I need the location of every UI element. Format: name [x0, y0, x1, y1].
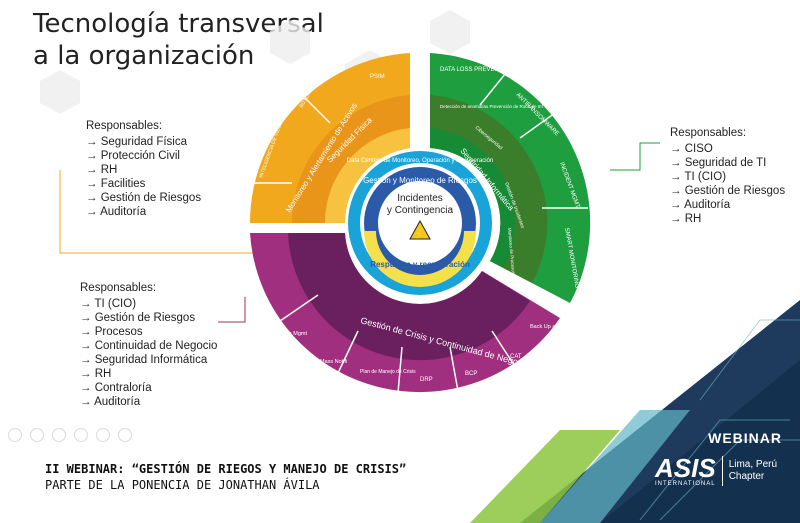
wheel-diagram: Incidentes y Contingencia ⚡ Gestión y Mo… — [249, 53, 591, 394]
purple-outer-mass: Mass Notifi — [320, 359, 347, 365]
list-item: Protección Civil — [86, 149, 201, 163]
toolbar-icon[interactable] — [8, 428, 22, 442]
list-item: Procesos — [80, 325, 217, 339]
ring-label-top: Gestión y Monitoreo de Riesgos — [363, 176, 477, 185]
orange-inner-ring — [324, 128, 410, 223]
list-item: Facilities — [86, 177, 201, 191]
asis-logo: ASIS INTERNATIONAL Lima, Perú Chapter — [655, 455, 777, 487]
chapter-line2: Chapter — [728, 471, 765, 482]
footer-line1: II WEBINAR: “GESTIÓN DE RIEGOS Y MANEJO … — [45, 462, 407, 476]
ring-label-bottom: Respuesta y recuperación — [370, 260, 470, 269]
green-inner-ring — [430, 128, 516, 267]
list-item: Seguridad de TI — [670, 156, 785, 170]
slide-title: Tecnología transversal a la organización — [33, 8, 324, 72]
purple-outer-bcp: BCP — [465, 371, 477, 377]
ring-label-outer: Data Centers de Monitoreo, Operación y R… — [347, 158, 493, 164]
center-line1: Incidentes — [397, 193, 443, 204]
list-item: Auditoría — [670, 198, 785, 212]
responsables-heading: Responsables: — [86, 120, 163, 132]
responsables-crisis: Responsables: TI (CIO) Gestión de Riesgo… — [80, 281, 217, 409]
list-item: Gestión de Riesgos — [86, 191, 201, 205]
purple-outer-crisis: Crisis Mgmt — [278, 331, 307, 337]
brand-name: ASIS — [655, 453, 716, 483]
responsables-heading: Responsables: — [670, 127, 747, 139]
list-item: RH — [86, 163, 201, 177]
list-item: Seguridad Física — [86, 135, 201, 149]
list-item: Contraloría — [80, 381, 217, 395]
green-outer-dlp: DATA LOSS PREVENTION DLP — [440, 67, 526, 73]
list-item: RH — [670, 212, 785, 226]
purple-outer-cat: CAT — [510, 354, 522, 360]
toolbar-icon[interactable] — [52, 428, 66, 442]
list-item: Gestión de Riesgos — [670, 184, 785, 198]
list-item: RH — [80, 367, 217, 381]
responsables-it: Responsables: CISO Seguridad de TI TI (C… — [670, 126, 785, 226]
list-item: TI (CIO) — [80, 297, 217, 311]
green-middle-1: Detección de anomalías Prevención de Rob… — [440, 104, 544, 109]
list-item: Seguridad Informática — [80, 353, 217, 367]
slide-toolbar — [8, 428, 132, 442]
warning-icon — [409, 219, 431, 240]
purple-outer-plan: Plan de Manejo de Crisis — [360, 369, 416, 375]
slide-title-line2: a la organización — [33, 41, 255, 71]
responsables-physical: Responsables: Seguridad Física Protecció… — [86, 119, 201, 219]
list-item: TI (CIO) — [670, 170, 785, 184]
responsables-heading: Responsables: — [80, 282, 157, 294]
purple-outer-backup: Back Up as a Sevice — [530, 324, 581, 330]
center-yellow-ring — [364, 231, 476, 287]
list-item: Auditoría — [80, 395, 217, 409]
toolbar-icon[interactable] — [30, 428, 44, 442]
green-middle-4: Monitoreo de Procesos Críticos — [507, 228, 518, 292]
orange-outer-psim: PSIM — [370, 74, 385, 80]
toolbar-icon[interactable] — [74, 428, 88, 442]
toolbar-icon[interactable] — [118, 428, 132, 442]
toolbar-icon[interactable] — [96, 428, 110, 442]
center-line2: y Contingencia — [387, 205, 454, 216]
list-item: Continuidad de Negocio — [80, 339, 218, 353]
list-item: Auditoría — [86, 205, 201, 219]
webinar-label: WEBINAR — [708, 430, 782, 446]
chapter-line1: Lima, Perú — [728, 459, 778, 470]
center-symbol: ⚡ — [414, 228, 425, 240]
brand-sub: INTERNATIONAL — [655, 481, 716, 487]
purple-outer-drp: DRP — [420, 377, 433, 383]
purple-inner-ring — [288, 233, 530, 361]
list-item: CISO — [670, 142, 785, 156]
list-item: Gestión de Riesgos — [80, 311, 217, 325]
footer-line2: PARTE DE LA PONENCIA DE JONATHAN ÁVILA — [45, 478, 320, 492]
